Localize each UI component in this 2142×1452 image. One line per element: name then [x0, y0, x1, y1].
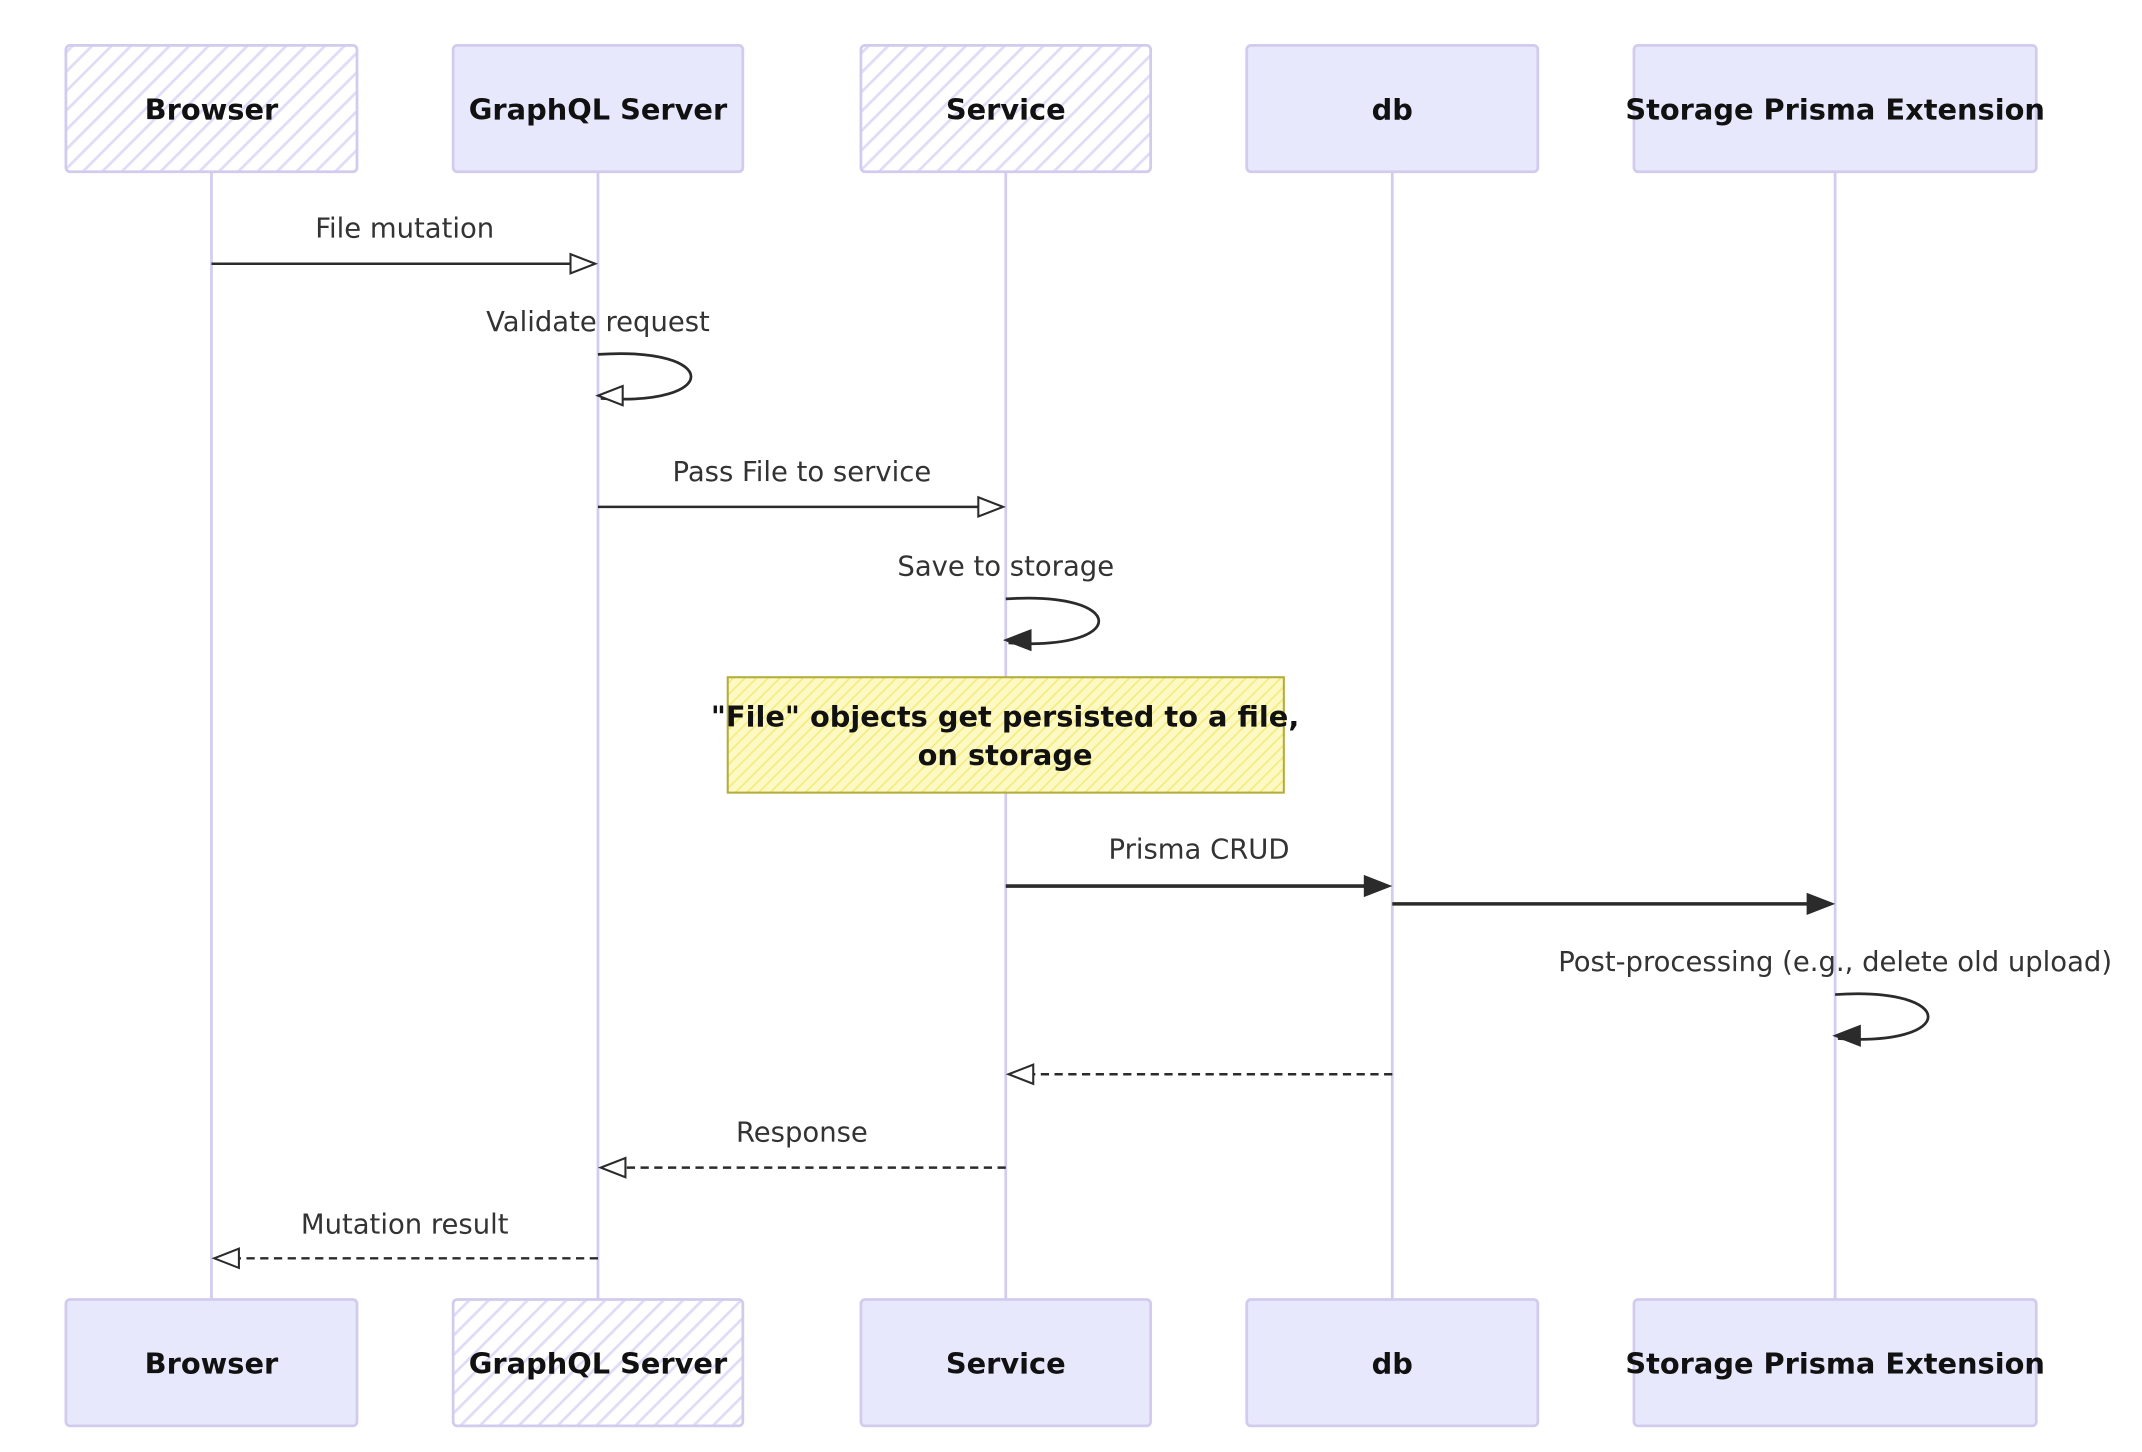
- message-3: Pass File to service: [597, 457, 1006, 519]
- message-1: File mutation: [211, 214, 599, 275]
- actor-label: GraphQL Server: [469, 1347, 728, 1381]
- actor-browser-top[interactable]: Browser: [64, 43, 359, 174]
- note: "File" objects get persisted to a file, o…: [711, 676, 1299, 794]
- self-loop-arrow: [597, 352, 693, 401]
- actor-graphql-top[interactable]: GraphQL Server: [451, 43, 745, 174]
- actor-label: Storage Prisma Extension: [1625, 1347, 2045, 1381]
- actor-label: GraphQL Server: [469, 93, 728, 127]
- message-7: Post-processing (e.g., delete old upload…: [1558, 947, 2112, 1047]
- message-label: Save to storage: [897, 552, 1114, 583]
- message-label: Validate request: [486, 307, 710, 338]
- arrowhead-icon: [597, 1156, 627, 1179]
- message-6: [1392, 892, 1836, 916]
- actor-label: Storage Prisma Extension: [1625, 93, 2045, 127]
- message-label: Pass File to service: [673, 457, 932, 488]
- message-label: Post-processing (e.g., delete old upload…: [1558, 947, 2112, 978]
- self-loop-arrow: [1835, 992, 1930, 1041]
- arrowhead-icon: [1832, 1024, 1861, 1047]
- self-loop-arrow: [1005, 596, 1101, 646]
- actor-service-bottom[interactable]: Service: [859, 1298, 1153, 1428]
- actor-label: db: [1372, 1347, 1413, 1381]
- message-4: Save to storage: [897, 552, 1114, 652]
- actor-service-top[interactable]: Service: [859, 43, 1153, 174]
- actor-label: db: [1372, 93, 1413, 127]
- arrowhead-icon: [1002, 629, 1032, 652]
- arrowhead-icon: [1363, 874, 1393, 898]
- message-label: Mutation result: [301, 1210, 509, 1241]
- arrowhead-icon: [1005, 1063, 1035, 1086]
- message-label: Response: [736, 1118, 868, 1149]
- actor-label: Browser: [145, 1347, 279, 1381]
- message-2: Validate request: [486, 307, 710, 407]
- actor-graphql-bottom[interactable]: GraphQL Server: [451, 1298, 745, 1428]
- message-label: Prisma CRUD: [1109, 835, 1290, 866]
- note-text-line: "File" objects get persisted to a file,: [711, 700, 1299, 734]
- message-label: File mutation: [315, 214, 494, 245]
- arrowhead-icon: [1806, 892, 1836, 916]
- message-9: Response: [597, 1118, 1006, 1179]
- actor-label: Service: [946, 1347, 1066, 1381]
- actor-label: Service: [946, 93, 1066, 127]
- actor-db-top[interactable]: db: [1245, 43, 1540, 174]
- arrowhead-icon: [595, 384, 624, 407]
- arrowhead-icon: [569, 252, 599, 275]
- actor-ext-top[interactable]: Storage Prisma Extension: [1625, 43, 2045, 174]
- arrowhead-icon: [977, 495, 1006, 519]
- message-8: [1005, 1063, 1393, 1086]
- actor-browser-bottom[interactable]: Browser: [64, 1298, 359, 1428]
- note-text-line: on storage: [918, 738, 1093, 772]
- actor-ext-bottom[interactable]: Storage Prisma Extension: [1625, 1298, 2045, 1428]
- arrowhead-icon: [211, 1247, 240, 1270]
- actor-label: Browser: [145, 93, 279, 127]
- actor-db-bottom[interactable]: db: [1245, 1298, 1540, 1428]
- message-5: Prisma CRUD: [1005, 835, 1393, 898]
- message-10: Mutation result: [211, 1210, 598, 1270]
